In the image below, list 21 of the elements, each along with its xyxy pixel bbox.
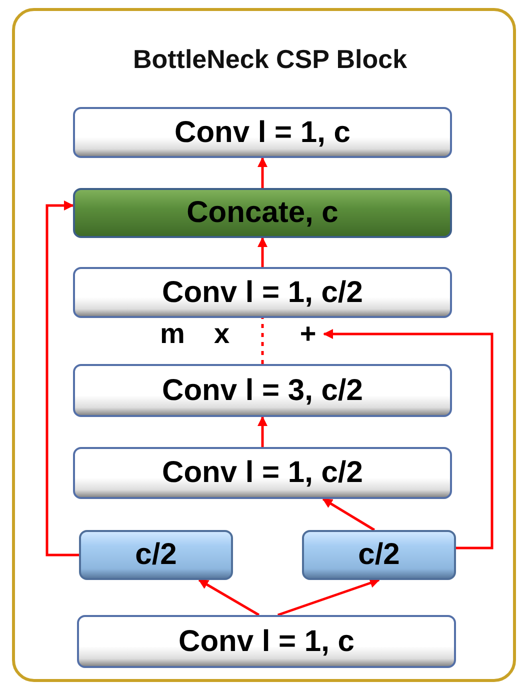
title: BottleNeck CSP Block (132, 44, 408, 75)
arrow (198, 578, 260, 616)
concat-box: Concate, c (73, 188, 452, 238)
process-box: Conv l = 1, c (77, 615, 456, 668)
arrow (258, 157, 268, 188)
operator-label: m (160, 318, 185, 350)
add-symbol: + (292, 318, 324, 350)
arrow (323, 329, 494, 550)
split-box: c/2 (79, 530, 233, 580)
process-box: Conv l = 1, c (73, 107, 452, 158)
process-box: Conv l = 3, c/2 (73, 364, 452, 417)
arrow (46, 200, 79, 556)
arrow (322, 498, 376, 532)
arrow (258, 416, 268, 447)
arrow (277, 578, 380, 616)
arrow (258, 237, 268, 267)
process-box: Conv l = 1, c/2 (73, 447, 452, 499)
operator-label: x (214, 318, 230, 350)
split-box: c/2 (302, 530, 456, 580)
dotted-connector (261, 318, 264, 364)
process-box: Conv l = 1, c/2 (73, 267, 452, 318)
